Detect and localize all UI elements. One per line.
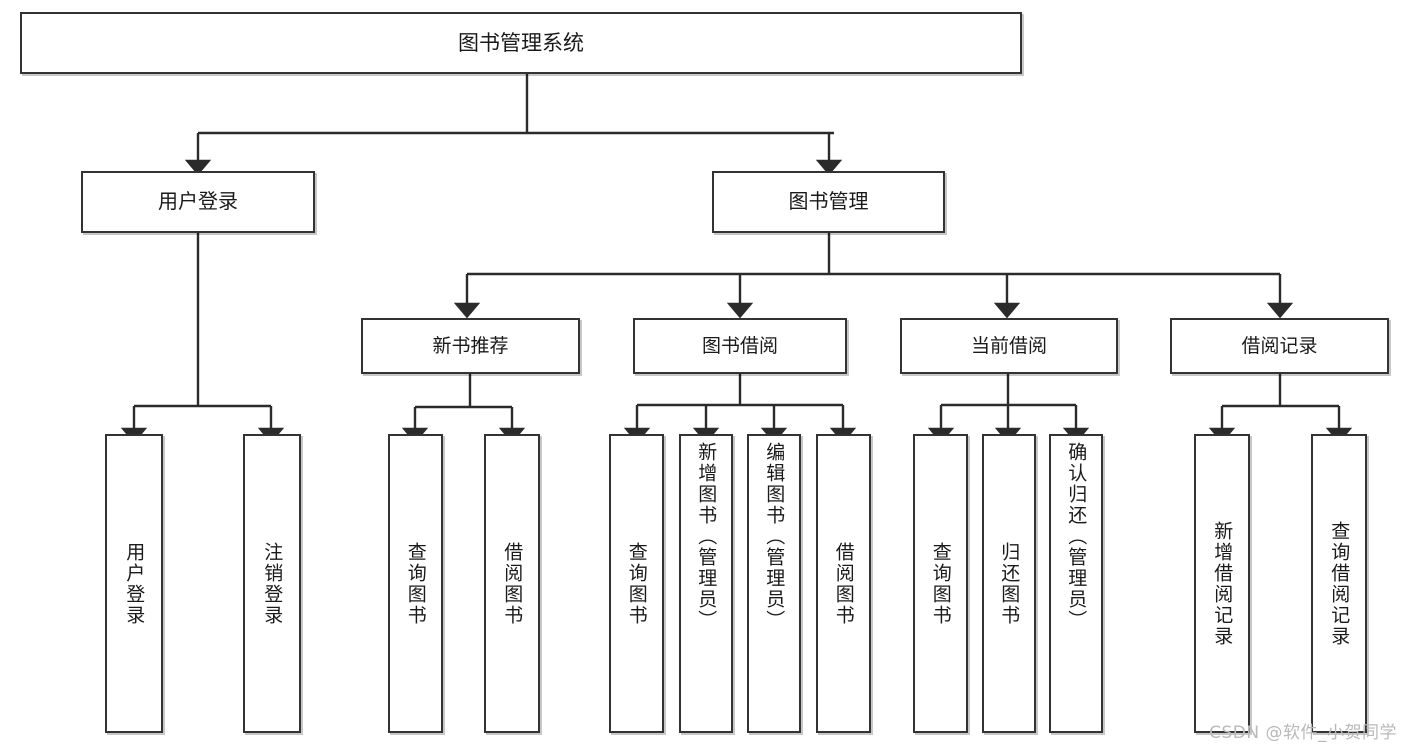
node-leaf-query-book-2-label: 查询图书	[625, 541, 648, 626]
node-leaf-confirm-return[interactable]: 确认归还（管理员）	[1049, 434, 1103, 733]
node-leaf-query-book-1-label: 查询图书	[404, 541, 427, 626]
node-new-book-recommend-label: 新书推荐	[432, 334, 509, 357]
node-current-borrow-label: 当前借阅	[970, 334, 1047, 357]
node-new-book-recommend[interactable]: 新书推荐	[361, 318, 580, 374]
node-leaf-confirm-return-label: 确认归还（管理员）	[1065, 442, 1088, 631]
watermark-text: CSDN @软件_小贺同学	[1209, 723, 1397, 743]
node-leaf-add-book[interactable]: 新增图书（管理员）	[679, 434, 733, 733]
node-borrow-record[interactable]: 借阅记录	[1170, 318, 1389, 374]
node-leaf-logout-login-label: 注销登录	[261, 541, 284, 626]
node-current-borrow[interactable]: 当前借阅	[900, 318, 1118, 374]
node-leaf-add-record-label: 新增借阅记录	[1211, 520, 1234, 647]
node-root[interactable]: 图书管理系统	[20, 12, 1022, 74]
node-leaf-return-book[interactable]: 归还图书	[982, 434, 1036, 733]
node-borrow-record-label: 借阅记录	[1241, 334, 1318, 357]
node-leaf-logout-login[interactable]: 注销登录	[243, 434, 301, 733]
node-leaf-add-record[interactable]: 新增借阅记录	[1194, 434, 1250, 733]
node-leaf-edit-book-label: 编辑图书（管理员）	[763, 442, 786, 631]
node-leaf-query-book-2[interactable]: 查询图书	[609, 434, 664, 733]
node-book-borrow[interactable]: 图书借阅	[633, 318, 847, 374]
node-leaf-query-record-label: 查询借阅记录	[1328, 520, 1351, 647]
node-leaf-user-login[interactable]: 用户登录	[105, 434, 163, 733]
node-leaf-borrow-book-2[interactable]: 借阅图书	[816, 434, 871, 733]
node-leaf-borrow-book-2-label: 借阅图书	[832, 541, 855, 626]
node-leaf-edit-book[interactable]: 编辑图书（管理员）	[747, 434, 801, 733]
node-leaf-user-login-label: 用户登录	[123, 541, 146, 626]
node-leaf-add-book-label: 新增图书（管理员）	[695, 442, 718, 631]
node-user-login[interactable]: 用户登录	[81, 171, 315, 233]
node-leaf-query-book-3-label: 查询图书	[929, 541, 952, 626]
node-leaf-borrow-book-1-label: 借阅图书	[501, 541, 524, 626]
node-leaf-query-book-3[interactable]: 查询图书	[913, 434, 968, 733]
node-leaf-query-record[interactable]: 查询借阅记录	[1311, 434, 1367, 733]
node-book-management[interactable]: 图书管理	[712, 171, 945, 233]
node-leaf-return-book-label: 归还图书	[998, 541, 1021, 626]
node-leaf-query-book-1[interactable]: 查询图书	[388, 434, 443, 733]
node-leaf-borrow-book-1[interactable]: 借阅图书	[484, 434, 540, 733]
node-book-borrow-label: 图书借阅	[701, 334, 778, 357]
node-root-label: 图书管理系统	[458, 30, 584, 55]
node-book-management-label: 图书管理	[788, 189, 869, 214]
node-user-login-label: 用户登录	[158, 189, 238, 214]
